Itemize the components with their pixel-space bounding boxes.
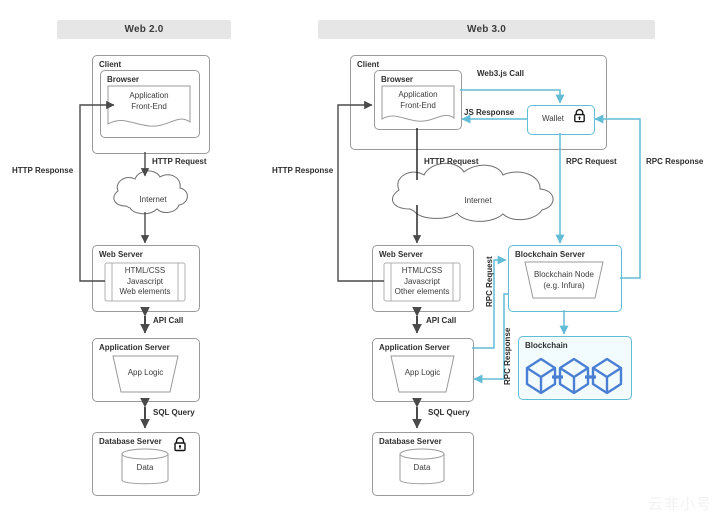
web2-db-server-label: Database Server — [99, 437, 162, 446]
web3-internet-cloud-shape — [391, 162, 554, 222]
web3-label-rpc-response-mid: RPC Response — [503, 327, 512, 385]
column-header-web3: Web 3.0 — [318, 20, 655, 39]
web3-frontend-document-shape — [381, 85, 455, 122]
column-header-web2: Web 2.0 — [57, 20, 231, 39]
web3-web-server-label: Web Server — [379, 250, 423, 259]
web3-db-server-label: Database Server — [379, 437, 442, 446]
blockchain-cube-icon — [558, 357, 590, 395]
web2-web-server-label: Web Server — [99, 250, 143, 259]
web2-internet-cloud-shape — [113, 170, 188, 215]
web2-app-logic-trapezoid — [112, 355, 179, 393]
web2-db-cylinder-body — [121, 453, 169, 485]
web3-wallet-label: Wallet — [542, 113, 564, 123]
web3-edge-rpc-request-mid — [472, 255, 507, 349]
web3-web-server-doc-outer — [383, 262, 461, 302]
web2-label-http-request: HTTP Request — [152, 157, 207, 166]
web3-internet-label: Internet — [464, 195, 492, 205]
web3-client-label: Client — [357, 60, 380, 69]
web3-db-cylinder-body — [399, 453, 445, 485]
web3-app-server-label: Application Server — [379, 343, 450, 352]
web2-internet-label: Internet — [139, 194, 167, 204]
web3-edge-rpc-response-right — [594, 114, 641, 279]
web2-db-cylinder-top — [121, 448, 169, 460]
web3-app-logic-trapezoid — [390, 355, 455, 393]
web3-label-api-call: API Call — [426, 316, 457, 325]
web2-client-label: Client — [99, 60, 122, 69]
web3-label-web3js-call: Web3.js Call — [477, 69, 524, 78]
web2-label-http-response: HTTP Response — [12, 166, 74, 175]
web2-frontend-label: Application Front-End — [129, 91, 169, 111]
web3-label-http-response: HTTP Response — [272, 166, 334, 175]
web3-blockchain-server-label: Blockchain Server — [515, 250, 585, 259]
web2-label-api-call: API Call — [153, 316, 184, 325]
web3-edge-rpc-response-mid — [473, 293, 508, 384]
web2-edge-http-response — [79, 100, 115, 282]
web3-app-logic-label: App Logic — [404, 367, 441, 377]
web3-blockchain-label: Blockchain — [525, 341, 568, 350]
web3-edge-http-response — [337, 100, 384, 282]
web2-browser-label: Browser — [107, 75, 140, 84]
web3-browser-label: Browser — [381, 75, 414, 84]
web2-app-server-label: Application Server — [99, 343, 170, 352]
web2-web-server-doc-outer — [104, 262, 186, 302]
web2-frontend-document-shape — [107, 85, 191, 127]
lock-icon — [574, 109, 585, 123]
web3-db-cylinder-top — [399, 448, 445, 460]
blockchain-cube-icon — [525, 357, 557, 395]
lock-icon — [174, 437, 186, 452]
web2-app-logic-label: App Logic — [127, 367, 164, 377]
web3-label-rpc-request-top: RPC Request — [566, 157, 617, 166]
web3-edge-web3js-call — [460, 89, 565, 104]
web3-label-http-request: HTTP Request — [424, 157, 479, 166]
web3-label-rpc-request-mid: RPC Request — [485, 256, 494, 307]
web3-db-data-label: Data — [413, 462, 431, 472]
web2-label-sql-query: SQL Query — [153, 408, 195, 417]
web3-label-rpc-response-top: RPC Response — [646, 157, 704, 166]
web2-db-data-label: Data — [136, 462, 154, 472]
blockchain-cube-icon — [591, 357, 623, 395]
web3-label-sql-query: SQL Query — [428, 408, 470, 417]
web3-blockchain-node-trapezoid — [524, 261, 604, 299]
web3-blockchain-node-label: Blockchain Node (e.g. Infura) — [533, 270, 595, 290]
web3-label-js-response: JS Response — [464, 108, 515, 117]
web3-web-server-contents: HTML/CSS Javascript Other elements — [394, 265, 450, 297]
web2-web-server-contents: HTML/CSS Javascript Web elements — [119, 265, 171, 297]
web3-frontend-label: Application Front-End — [398, 90, 438, 110]
watermark: 云非小号 — [647, 495, 712, 513]
